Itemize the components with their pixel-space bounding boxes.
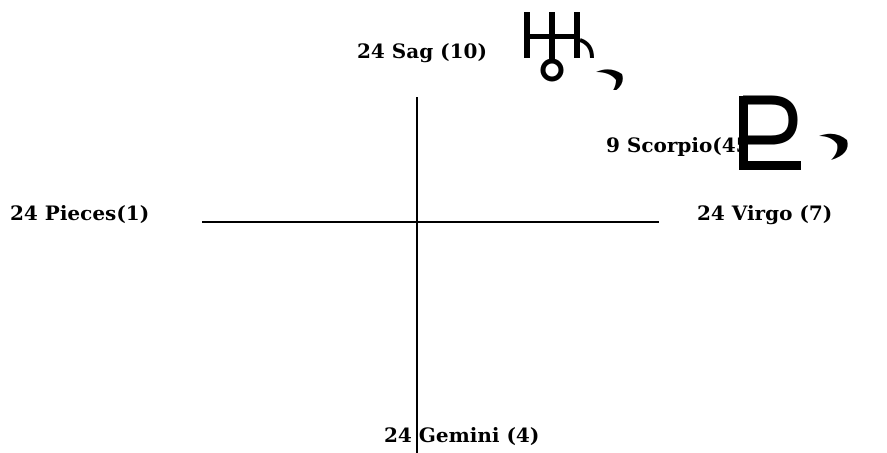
bottom-point-label: 24 Gemini (4) xyxy=(384,423,540,447)
top-point-label: 24 Sag (10) xyxy=(357,39,487,63)
right-point-label: 24 Virgo (7) xyxy=(697,201,833,225)
vertical-axis-line xyxy=(416,97,418,453)
horizontal-axis-line xyxy=(202,221,659,223)
pluto-icon xyxy=(735,92,887,178)
pluto-position-label: 9 Scorpio(45 xyxy=(606,133,750,157)
uranus-icon xyxy=(510,10,640,94)
left-point-label: 24 Pieces(1) xyxy=(10,201,150,225)
